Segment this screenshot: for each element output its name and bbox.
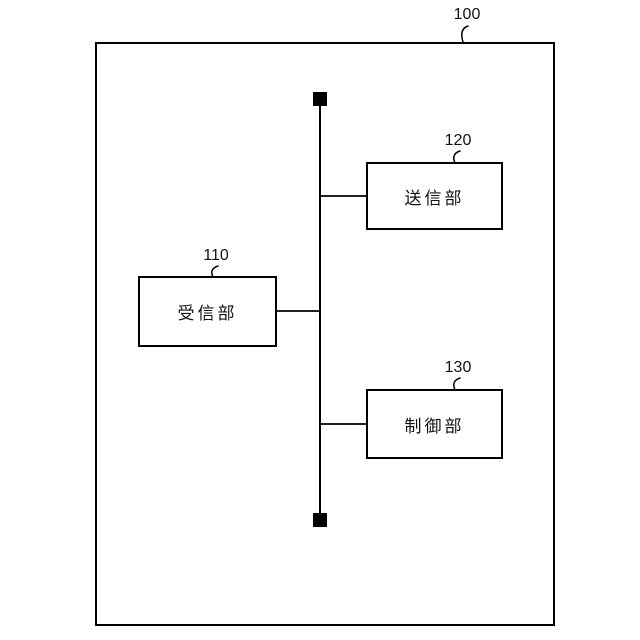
- block-transmitter-label: 送信部: [404, 188, 465, 208]
- leader-line-130: [453, 377, 461, 391]
- leader-line-120: [453, 150, 461, 164]
- block-controller-130: 制御部: [366, 389, 503, 459]
- outer-boundary-box: [95, 42, 555, 626]
- leader-line-100: [461, 25, 469, 43]
- bus-terminal-top: [313, 92, 327, 106]
- block-receiver-110: 受信部: [138, 276, 277, 347]
- ref-label-110: 110: [203, 247, 229, 264]
- ref-label-100: 100: [453, 6, 481, 23]
- ref-label-130: 130: [444, 359, 472, 376]
- ref-label-120: 120: [444, 132, 472, 149]
- block-controller-label: 制御部: [404, 416, 465, 436]
- leader-line-110: [211, 265, 219, 278]
- bus-terminal-bottom: [313, 513, 327, 527]
- block-transmitter-120: 送信部: [366, 162, 503, 230]
- block-receiver-label: 受信部: [177, 304, 238, 323]
